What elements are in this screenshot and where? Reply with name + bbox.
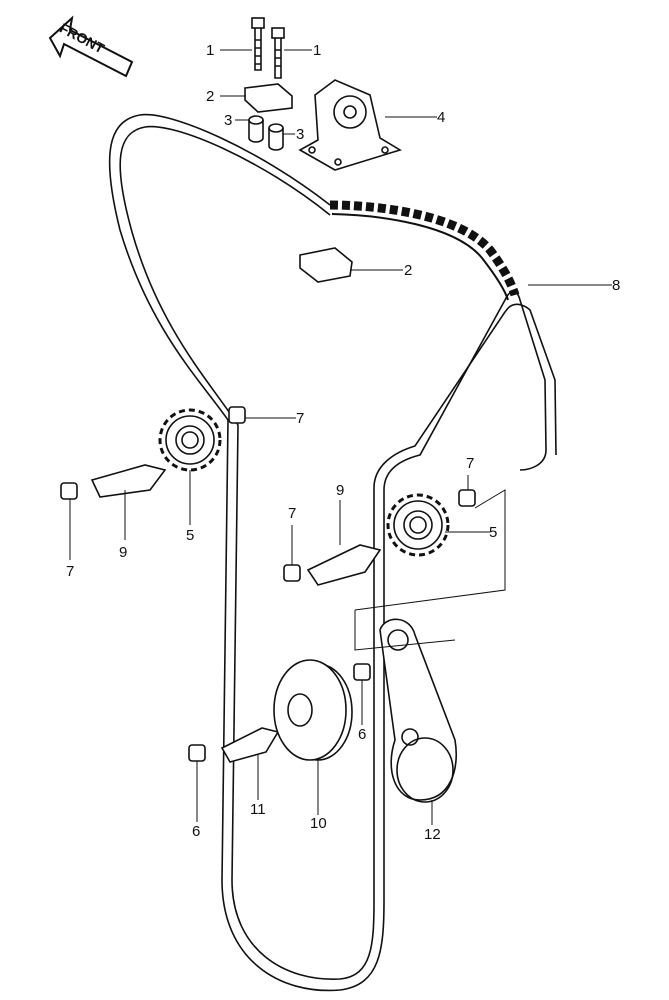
callout-1: 1 (313, 42, 322, 59)
block-7b (60, 482, 78, 500)
bolt-1a (251, 17, 265, 71)
block-6b (188, 744, 206, 762)
callout-7: 7 (288, 505, 297, 522)
callout-7: 7 (296, 410, 305, 427)
spacer-3b (268, 123, 284, 151)
block-6a (353, 663, 371, 681)
shaft-11 (220, 727, 280, 763)
block-7d (458, 489, 476, 507)
callout-6: 6 (192, 823, 201, 840)
guide-roller-10 (273, 659, 353, 761)
callout-3: 3 (296, 126, 305, 143)
callout-8: 8 (612, 277, 621, 294)
callout-12: 12 (424, 826, 441, 843)
callout-2: 2 (404, 262, 413, 279)
idler-sprocket-5a (158, 408, 222, 472)
callout-5: 5 (186, 527, 195, 544)
callout-9: 9 (119, 544, 128, 561)
tensioner-arm-12 (379, 618, 457, 803)
sprocket-bracket-4 (298, 79, 402, 171)
front-arrow-icon (48, 15, 134, 78)
callout-9: 9 (336, 482, 345, 499)
spacer-3a (248, 115, 264, 143)
timing-chain-loop (108, 113, 557, 992)
shaft-9b (306, 544, 382, 586)
callout-5: 5 (489, 524, 498, 541)
leader-lines (69, 49, 612, 825)
callout-4: 4 (437, 109, 446, 126)
timing-chain-8 (329, 200, 520, 301)
callout-10: 10 (310, 815, 327, 832)
callout-3: 3 (224, 112, 233, 129)
callout-7: 7 (466, 455, 475, 472)
guide-plate-upper (244, 83, 293, 113)
callout-6: 6 (358, 726, 367, 743)
guide-plate-lower (299, 247, 353, 283)
block-7c (283, 564, 301, 582)
callout-1: 1 (206, 42, 215, 59)
callout-7: 7 (66, 563, 75, 580)
idler-sprocket-5b (386, 493, 450, 557)
callout-2: 2 (206, 88, 215, 105)
bolt-1b (271, 27, 285, 79)
shaft-9a (90, 464, 167, 498)
block-7a (228, 406, 246, 424)
callout-11: 11 (250, 801, 266, 818)
